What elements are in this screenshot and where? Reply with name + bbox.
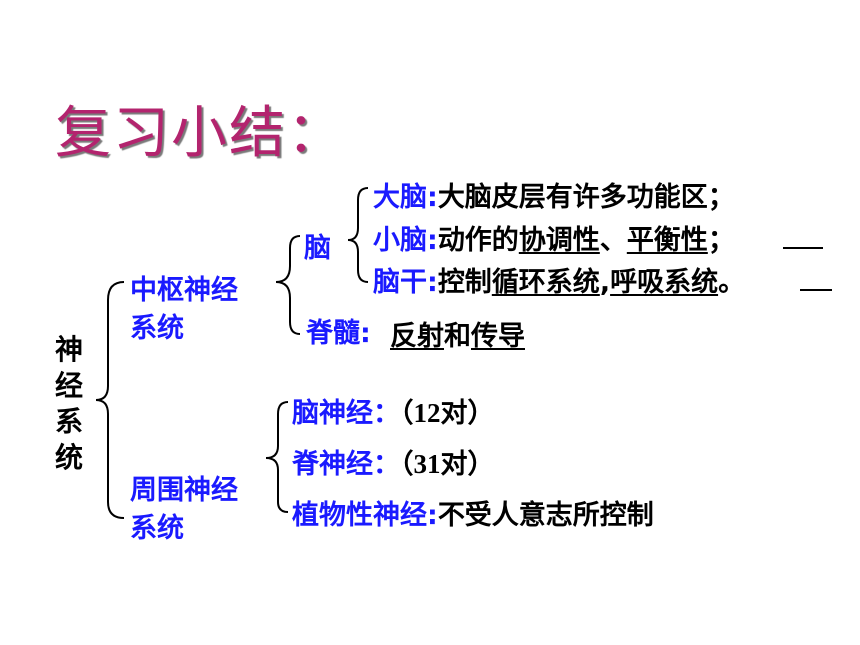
spinal-label: 脊髓 xyxy=(306,318,360,349)
item-desc: 不受人意志所控制 xyxy=(437,500,654,531)
part-name: 脑干 xyxy=(373,267,427,298)
item-name: 脑神经 xyxy=(292,398,373,429)
part-desc: , xyxy=(599,267,611,298)
part-name: 大脑 xyxy=(373,182,427,213)
root-label: 神经系统 xyxy=(55,333,84,474)
central-brace xyxy=(275,235,301,335)
peripheral-label-line2: 系统 xyxy=(130,513,184,544)
part-sep: : xyxy=(427,225,438,256)
part-desc: 大脑皮层有许多功能区； xyxy=(437,182,735,213)
root-brace xyxy=(95,281,125,519)
item-name: 植物性神经 xyxy=(292,500,427,531)
brain-label: 脑 xyxy=(304,233,331,264)
item-desc: （12对） xyxy=(400,398,495,428)
central-label-line1: 中枢神经 xyxy=(130,275,238,306)
item-desc: （31对） xyxy=(400,449,495,479)
item-sep: ： xyxy=(373,398,400,429)
peripheral-label-line1: 周围神经 xyxy=(130,475,238,506)
central-label-line2: 系统 xyxy=(130,313,184,344)
part-cerebrum: 大脑:大脑皮层有许多功能区； xyxy=(373,175,735,214)
spinal-desc-underlined: 反射 xyxy=(390,321,444,352)
page-title: 复习小结： xyxy=(55,101,345,166)
item-name: 脊神经 xyxy=(292,449,373,480)
part-name: 小脑 xyxy=(373,225,427,256)
part-brainstem: 脑干:控制循环系统,呼吸系统。 xyxy=(373,260,745,299)
part-sep: : xyxy=(427,182,438,213)
part-sep: : xyxy=(427,267,438,298)
spinal-cord: 脊髓: xyxy=(306,311,371,350)
answer-blank-line xyxy=(800,289,832,291)
peripheral-item-autonomic: 植物性神经:不受人意志所控制 xyxy=(292,493,654,532)
spinal-sep: : xyxy=(360,318,371,349)
peripheral-item-spinal: 脊神经：（31对） xyxy=(292,442,495,481)
peripheral-item-cranial: 脑神经：（12对） xyxy=(292,391,495,430)
part-desc: 。 xyxy=(718,267,746,298)
item-sep: ： xyxy=(373,449,400,480)
peripheral-brace xyxy=(265,401,289,513)
item-sep: : xyxy=(427,500,438,531)
part-desc-underlined: 平衡性 xyxy=(626,225,708,256)
spinal-desc: 反射和传导 xyxy=(390,314,525,353)
spinal-desc-underlined: 传导 xyxy=(471,321,525,352)
part-desc: ； xyxy=(707,225,735,256)
part-desc: 、 xyxy=(599,225,627,256)
part-desc-underlined: 循环系统 xyxy=(491,267,600,298)
part-desc-underlined: 呼吸系统 xyxy=(610,267,719,298)
brain-brace xyxy=(347,187,369,283)
part-desc: 控制 xyxy=(437,267,492,298)
part-desc-underlined: 协调性 xyxy=(518,225,600,256)
part-cerebellum: 小脑:动作的协调性、平衡性； xyxy=(373,218,735,257)
answer-blank-line xyxy=(783,247,823,249)
part-desc: 动作的 xyxy=(437,225,519,256)
spinal-desc-text: 和 xyxy=(444,321,471,352)
